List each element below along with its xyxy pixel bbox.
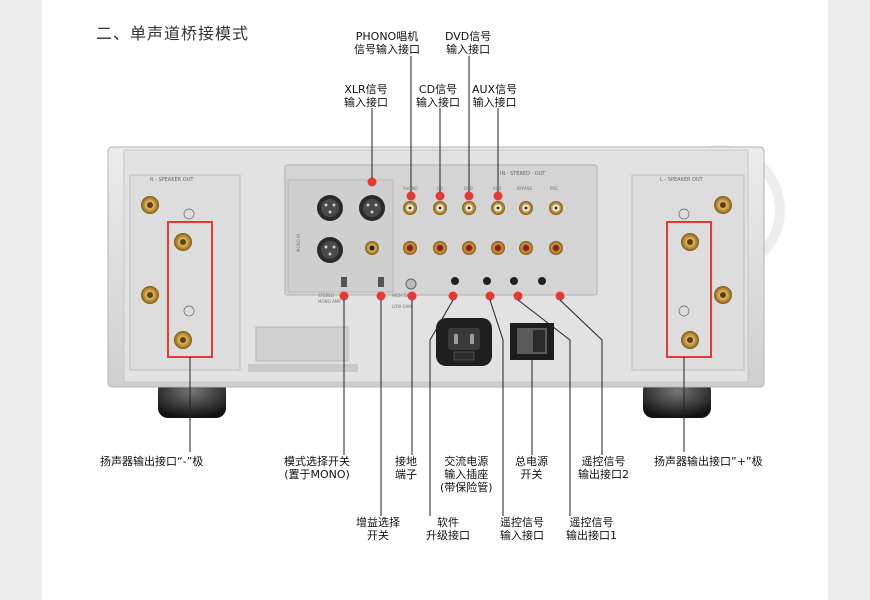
remote-in-jack xyxy=(483,277,491,285)
spec-plate xyxy=(255,326,349,362)
svg-text:AUX: AUX xyxy=(493,186,502,191)
label-speaker-plus: 扬声器输出接口”+”极 xyxy=(654,455,763,468)
label-gain-switch: 增益选择开关 xyxy=(356,516,400,542)
svg-text:DVD: DVD xyxy=(464,186,473,191)
label-ac-power: 交流电源输入插座(带保险管) xyxy=(440,455,493,494)
svg-text:PRE: PRE xyxy=(550,186,558,191)
label-phono: PHONO唱机信号输入接口 xyxy=(354,30,420,56)
speaker-terminal-right-mid xyxy=(714,286,732,304)
foot-left xyxy=(158,380,226,418)
xlr-connector-mono xyxy=(317,237,343,263)
speaker-terminal-right-plus xyxy=(681,233,699,251)
svg-text:R - SPEAKER OUT: R - SPEAKER OUT xyxy=(150,177,194,183)
rca-row-bottom xyxy=(403,241,563,255)
label-ground: 接地端子 xyxy=(395,455,417,481)
rca-row-top xyxy=(403,201,563,215)
svg-text:L - SPEAKER OUT: L - SPEAKER OUT xyxy=(660,177,704,183)
xlr-connector-1 xyxy=(317,195,343,221)
label-dvd: DVD信号输入接口 xyxy=(445,30,492,56)
callout-dots xyxy=(339,177,565,301)
speaker-terminal-left-top xyxy=(141,196,159,214)
brand-strip xyxy=(248,364,358,372)
main-power-switch xyxy=(510,323,554,360)
speaker-terminal-left-mid xyxy=(141,286,159,304)
svg-text:HIGH GAIN: HIGH GAIN xyxy=(392,293,414,298)
right-margin xyxy=(828,0,870,600)
label-software: 软件升级接口 xyxy=(426,516,470,542)
svg-text:IN · STEREO · OUT: IN · STEREO · OUT xyxy=(500,171,546,177)
speaker-terminal-right-top xyxy=(714,196,732,214)
svg-text:LOW GAIN: LOW GAIN xyxy=(392,304,412,309)
toggle-switch-gain xyxy=(378,277,384,287)
remote-out2-jack xyxy=(538,277,546,285)
toggle-switch-mode xyxy=(341,277,347,287)
highlight-box-right xyxy=(666,221,712,358)
svg-text:MONO AMP: MONO AMP xyxy=(318,299,341,304)
remote-out1-jack xyxy=(510,277,518,285)
svg-text:PHONO: PHONO xyxy=(403,186,418,191)
svg-text:MONO IN: MONO IN xyxy=(296,234,301,252)
ground-terminal xyxy=(405,278,417,290)
svg-text:STEREO: STEREO xyxy=(318,293,334,298)
svg-text:BYPASS: BYPASS xyxy=(517,186,532,191)
label-remote-out2: 遥控信号输出接口2 xyxy=(578,455,629,481)
label-remote-in: 遥控信号输入接口 xyxy=(500,516,544,542)
rca-mono-input xyxy=(365,241,379,255)
speaker-terminal-left-plus xyxy=(174,233,192,251)
label-aux: AUX信号输入接口 xyxy=(472,83,518,109)
xlr-connector-2 xyxy=(359,195,385,221)
label-cd: CD信号输入接口 xyxy=(416,83,460,109)
section-heading: 二、单声道桥接模式 xyxy=(96,24,250,43)
left-margin xyxy=(0,0,42,600)
leader-lines xyxy=(189,56,685,516)
label-speaker-minus: 扬声器输出接口“-”极 xyxy=(100,455,204,468)
label-main-power: 总电源开关 xyxy=(515,455,548,481)
speaker-terminal-left-minus xyxy=(174,331,192,349)
ac-power-inlet xyxy=(436,318,492,366)
label-mode-switch: 模式选择开关(置于MONO) xyxy=(284,455,350,481)
software-port xyxy=(451,277,459,285)
foot-right xyxy=(643,380,711,418)
label-xlr: XLR信号输入接口 xyxy=(344,83,388,109)
speaker-terminal-right-minus xyxy=(681,331,699,349)
label-remote-out1: 遥控信号输出接口1 xyxy=(566,516,617,542)
